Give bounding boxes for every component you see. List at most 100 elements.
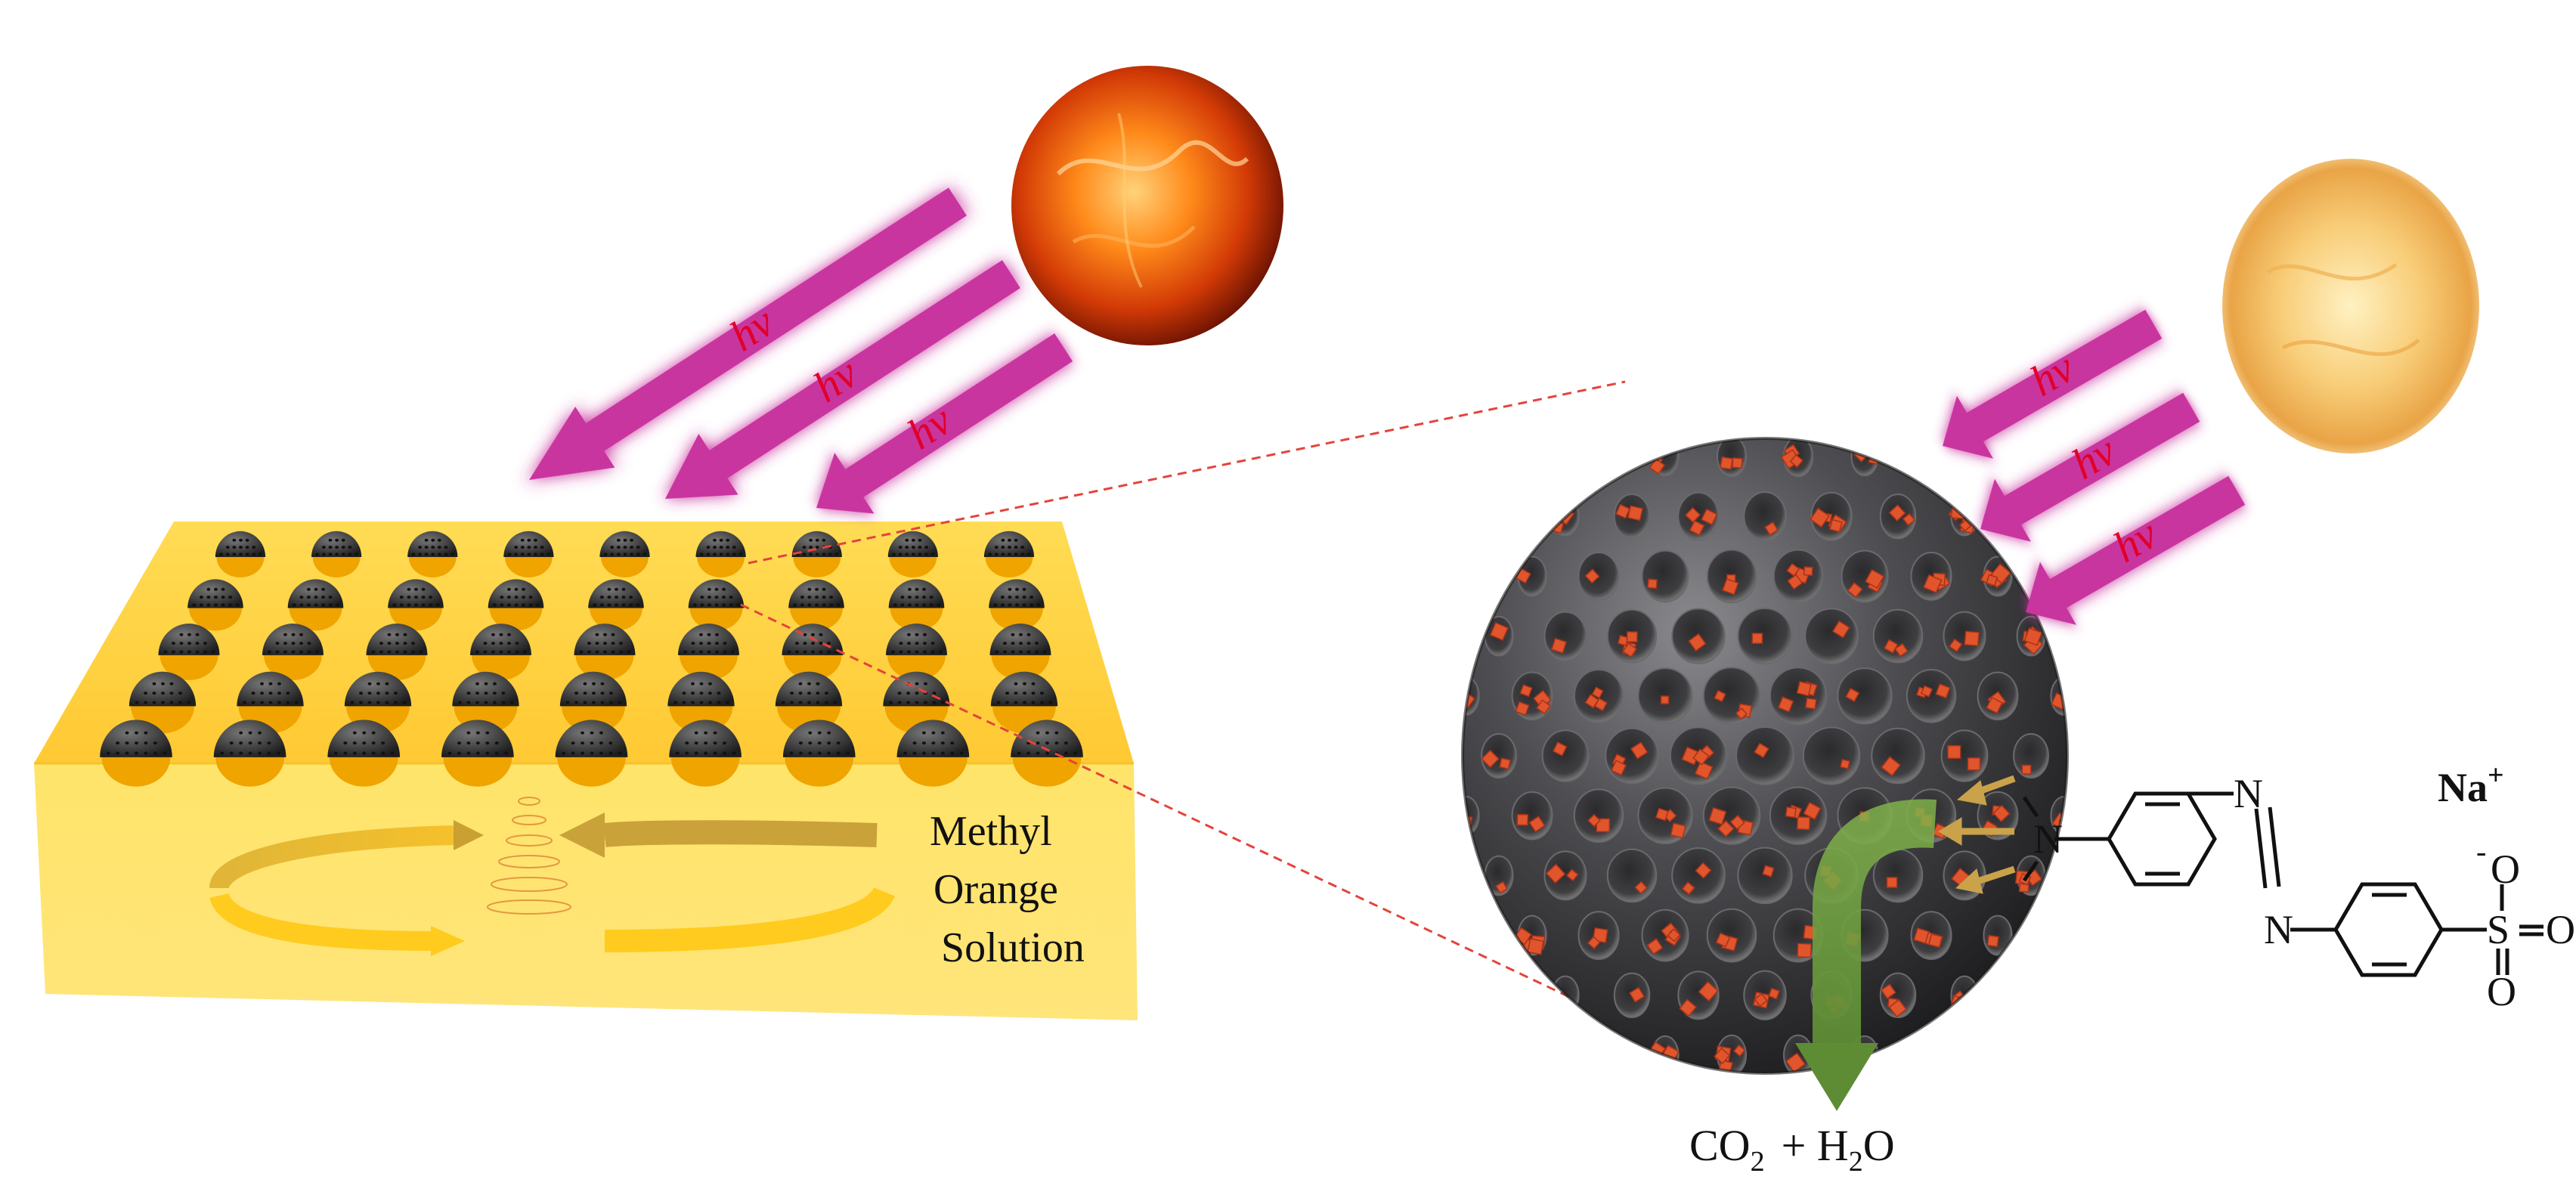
- sphere-pore: [1605, 727, 1659, 785]
- nanoparticle: [1762, 865, 1775, 878]
- nanoparticle: [1695, 862, 1712, 879]
- atom-n-azo-2: N: [2264, 907, 2293, 952]
- catalyst-sphere-small: [883, 671, 950, 734]
- product-h-subscript: 2: [1849, 1146, 1863, 1178]
- nanoparticle: [1701, 508, 1718, 526]
- nanoparticle: [1920, 685, 1934, 698]
- nanoparticle: [1715, 932, 1731, 948]
- nanoparticle: [1949, 638, 1963, 652]
- sphere-pore: [1543, 611, 1587, 661]
- nanoparticle: [1768, 987, 1780, 1000]
- nanoparticle: [1647, 578, 1658, 590]
- nanoparticle: [1499, 757, 1512, 770]
- nanoparticle: [1888, 504, 1906, 522]
- nanoparticle: [1629, 986, 1646, 1003]
- catalyst-sphere-small: [688, 579, 745, 631]
- nanoparticle: [1967, 757, 1981, 771]
- nanoparticle: [1615, 503, 1630, 519]
- nanoparticle: [1992, 804, 2011, 822]
- atom-o-bottom: O: [2487, 969, 2516, 1014]
- nanoparticle: [1545, 863, 1566, 884]
- catalyst-sphere-small: [782, 720, 856, 787]
- catalyst-sphere-small: [555, 720, 628, 787]
- stir-ring-back: [209, 825, 454, 890]
- nanoparticle: [1864, 568, 1885, 589]
- nanoparticle: [1527, 938, 1544, 955]
- product-o: O: [1863, 1121, 1895, 1170]
- nanoparticle: [1720, 456, 1733, 470]
- catalyst-sphere-small: [344, 671, 412, 734]
- nanoparticle: [1698, 980, 1719, 1002]
- nanoparticle: [1754, 992, 1768, 1008]
- nanoparticle: [1751, 633, 1763, 645]
- sphere-pore: [1743, 491, 1787, 542]
- nanoparticle: [1803, 566, 1813, 577]
- nanoparticle: [1732, 457, 1743, 469]
- nanoparticle: [1622, 642, 1638, 658]
- nanoparticle: [1667, 928, 1681, 943]
- nanoparticle: [2063, 685, 2067, 701]
- nanoparticle: [1587, 936, 1601, 950]
- catalyst-sphere-small: [559, 671, 627, 734]
- catalyst-sphere-small: [503, 531, 554, 577]
- catalyst-sphere-small: [669, 720, 742, 787]
- nanoparticle: [1630, 741, 1649, 760]
- nanoparticle: [1535, 699, 1551, 715]
- sphere-pore: [1737, 607, 1793, 665]
- catalyst-sphere-small: [311, 531, 362, 577]
- catalyst-spheres-array: [100, 531, 1083, 787]
- nanoparticle: [1803, 801, 1822, 820]
- nanoparticle: [1787, 574, 1804, 590]
- nanoparticle: [1481, 749, 1500, 769]
- counterion-charge: +: [2488, 760, 2504, 791]
- nanoparticle: [1554, 999, 1568, 1014]
- solution-label-line-2: Orange: [933, 866, 1058, 913]
- catalyst-sphere-small: [388, 579, 444, 631]
- catalyst-sphere-small: [452, 671, 519, 734]
- nanoparticle: [1754, 742, 1769, 759]
- nanoparticle: [1617, 634, 1629, 646]
- light-arrow: [816, 333, 1073, 514]
- nanoparticle: [1881, 756, 1901, 777]
- catalyst-sphere-small: [327, 720, 401, 787]
- atom-n-azo-1: N: [2234, 771, 2263, 816]
- catalyst-sphere-small: [888, 579, 945, 631]
- nanoparticle: [1591, 686, 1604, 699]
- stir-arrow-top-left: [454, 820, 484, 850]
- nanoparticle: [1587, 813, 1601, 828]
- nanoparticle: [1886, 877, 1898, 888]
- catalyst-sphere-small: [488, 579, 544, 631]
- solution-label-line-3: Solution: [941, 924, 1085, 971]
- catalyst-sphere-small: [599, 531, 650, 577]
- nanoparticle: [1627, 505, 1644, 522]
- nanoparticle: [1594, 698, 1608, 712]
- solution-label: Methyl Orange Solution: [930, 808, 1085, 971]
- product-arrow: [1795, 799, 1937, 1111]
- sphere-pore: [1872, 608, 1924, 664]
- nanoparticle: [1785, 1052, 1807, 1073]
- sphere-pore: [1737, 847, 1793, 905]
- light-arrow: [2026, 475, 2246, 625]
- nanoparticle: [1463, 689, 1467, 707]
- sun-red-icon: [1011, 66, 1283, 345]
- nanoparticle: [1935, 683, 1951, 699]
- sphere-pore: [1837, 667, 1893, 725]
- sphere-pore: [1735, 726, 1794, 785]
- product-plus-h: + H: [1782, 1121, 1849, 1170]
- nanoparticle: [1692, 748, 1710, 766]
- reaction-products: CO2+ H2O: [1689, 1121, 1895, 1178]
- nanoparticle: [1717, 820, 1735, 837]
- catalyst-sphere-small: [695, 531, 746, 577]
- nanoparticle: [1519, 684, 1533, 698]
- nanoparticle: [1828, 518, 1843, 533]
- nanoparticle: [1986, 574, 1999, 587]
- nanoparticle: [1964, 630, 1980, 647]
- light-arrow: [665, 260, 1020, 499]
- nanoparticle: [1958, 519, 1972, 532]
- nanoparticle: [1679, 998, 1698, 1017]
- catalyst-sphere-small: [187, 579, 243, 631]
- catalyst-sphere-small: [215, 531, 266, 577]
- catalyst-sphere-small: [989, 579, 1045, 631]
- light-arrow: [529, 187, 967, 480]
- zoom-lines: [740, 380, 1626, 1011]
